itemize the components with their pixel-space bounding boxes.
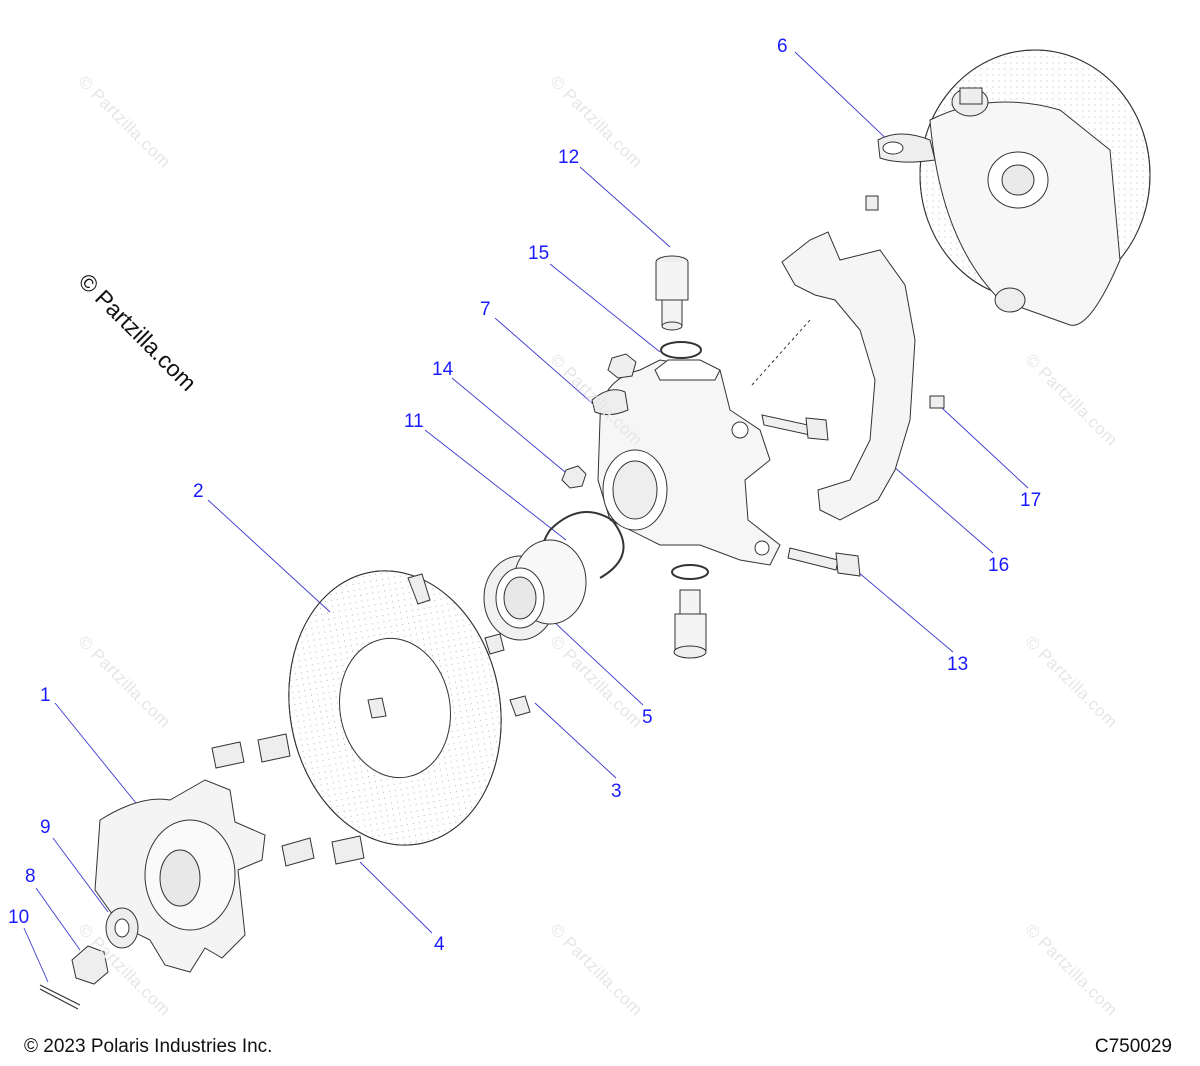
- leader-11: [424, 429, 567, 541]
- callout-15: 15: [528, 243, 550, 264]
- callout-5: 5: [642, 707, 653, 728]
- cotter-pin-part-10: [39, 984, 81, 1010]
- stud-part-3: [367, 573, 531, 719]
- leader-2: [207, 499, 331, 613]
- retaining-ring-part-15: [660, 341, 702, 359]
- leader-12: [579, 166, 671, 248]
- callout-14: 14: [432, 359, 454, 380]
- callout-16: 16: [988, 555, 1010, 576]
- washer-part-9: [105, 907, 139, 949]
- callout-13: 13: [947, 654, 969, 675]
- callout-8: 8: [25, 866, 36, 887]
- leader-6: [794, 51, 896, 148]
- caliper-bracket-part-16: [751, 231, 916, 521]
- leader-10: [23, 927, 49, 983]
- leader-3: [534, 702, 617, 779]
- leader-13: [857, 571, 954, 653]
- callout-12: 12: [558, 147, 580, 168]
- bolt-part-13: [761, 414, 861, 577]
- leader-8: [35, 887, 81, 951]
- knuckle-assembly-part-6: [877, 49, 1151, 326]
- stud-part-4: [211, 733, 365, 867]
- steering-knuckle-part-7: [591, 359, 781, 566]
- callout-7: 7: [480, 299, 491, 320]
- leader-9: [52, 837, 109, 913]
- leader-7: [494, 317, 601, 411]
- leader-5: [551, 619, 644, 706]
- callout-4: 4: [434, 934, 445, 955]
- leader-1: [54, 702, 141, 809]
- callout-17: 17: [1020, 490, 1042, 511]
- callout-1: 1: [40, 685, 51, 706]
- leader-4: [359, 861, 433, 934]
- leader-16: [892, 465, 994, 554]
- leader-17: [941, 407, 1029, 489]
- callout-11: 11: [404, 411, 424, 432]
- leader-14: [451, 377, 566, 473]
- copyright-text: © 2023 Polaris Industries Inc.: [24, 1036, 273, 1057]
- callout-10: 10: [8, 907, 30, 928]
- nut-part-14: [561, 353, 637, 489]
- callout-6: 6: [777, 36, 788, 57]
- lower-ball-joint: [671, 564, 709, 659]
- callout-9: 9: [40, 817, 51, 838]
- callout-2: 2: [193, 481, 204, 502]
- brake-disc-part-2: [288, 570, 502, 846]
- leader-15: [549, 263, 661, 353]
- diagram-code: C750029: [1094, 1036, 1172, 1057]
- upper-ball-joint-part-12: [655, 255, 689, 331]
- small-bolt-part-17: [865, 195, 945, 409]
- callout-3: 3: [611, 781, 622, 802]
- wheel-bearing-part-5: [483, 539, 587, 641]
- leader-lines: [23, 51, 1029, 983]
- castle-nut-part-8: [71, 945, 109, 985]
